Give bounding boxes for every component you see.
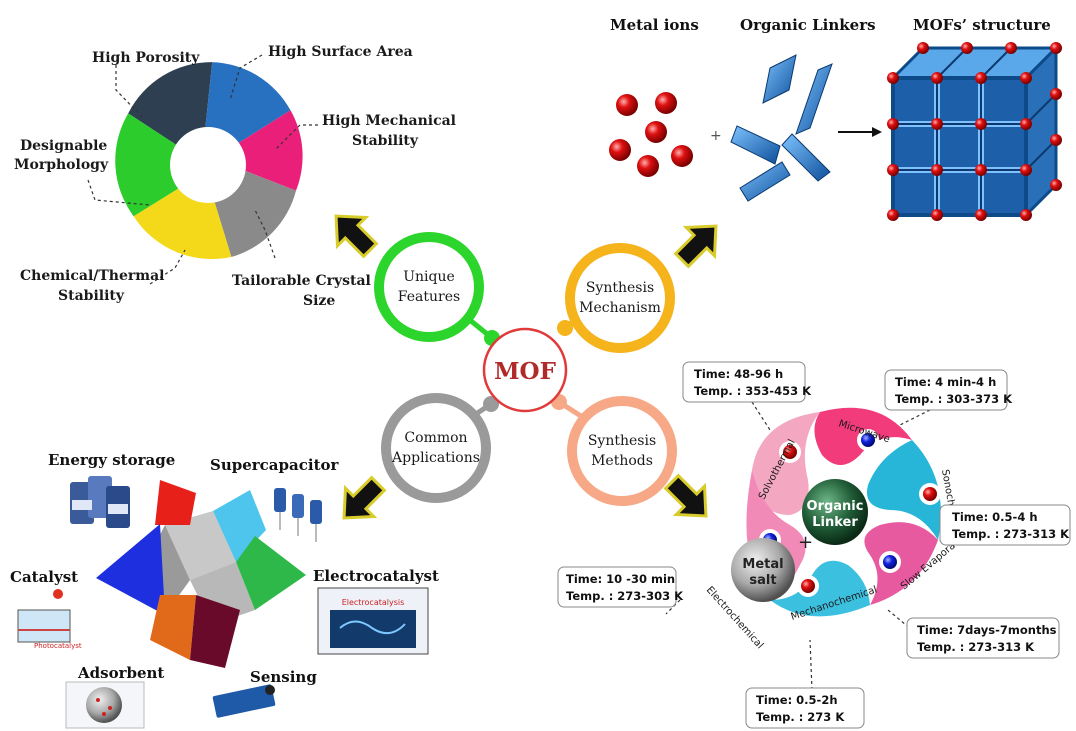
center-mof-label: MOF: [494, 358, 556, 385]
feature-chemical-stability: Stability: [58, 288, 125, 304]
organic-linker-line1: Organic: [807, 499, 864, 514]
feature-leaders: [87, 54, 318, 285]
arrow-to-structure: [838, 127, 882, 137]
hub-mechanism-line1: Synthesis: [586, 280, 654, 296]
feature-morphology: Morphology: [14, 157, 109, 173]
features-donut: [115, 62, 303, 260]
feature-high-porosity: High Porosity: [92, 50, 200, 66]
app-supercapacitor: Supercapacitor: [210, 456, 339, 474]
feature-high-surface-area: High Surface Area: [268, 44, 413, 60]
svg-text:Time: 7days-7months: Time: 7days-7months: [917, 623, 1057, 637]
photocatalyst-beaker-icon: Photocatalyst: [17, 589, 82, 650]
info-box-slow-evaporation: Time: 7days-7months Temp. : 273-313 K: [906, 617, 1060, 659]
metal-salt-sphere: [731, 538, 795, 602]
organic-linker-sphere: [802, 479, 868, 545]
info-box-solvothermal: Time: 48-96 h Temp. : 353-453 K: [682, 361, 812, 403]
organic-linker-rods: [730, 54, 833, 202]
electrocatalysis-caption: Electrocatalysis: [342, 598, 405, 607]
plus-sign: +: [710, 128, 722, 144]
applications-shape-cluster: [96, 480, 306, 668]
metal-ion-spheres: [609, 92, 693, 177]
sensor-module-icon: [212, 684, 276, 718]
capacitor-icon: [274, 488, 322, 542]
donut-segment-mechanical: [232, 110, 303, 191]
app-adsorbent: Adsorbent: [77, 664, 164, 682]
feature-high-mechanical: High Mechanical: [322, 113, 456, 129]
hub-unique-features: [374, 232, 484, 342]
feature-tailorable-crystal: Tailorable Crystal: [232, 273, 371, 289]
mechanism-organic-linkers: Organic Linkers: [740, 16, 876, 34]
hub-synthesis-mechanism: [565, 243, 675, 353]
feature-size: Size: [303, 293, 335, 309]
arrow-down-right: [663, 473, 708, 518]
arrow-up-right: [673, 224, 718, 269]
svg-text:Time: 48-96 h: Time: 48-96 h: [694, 367, 783, 381]
battery-icon: [70, 476, 130, 528]
hub-synthesis-methods: [567, 396, 677, 506]
center-mof-circle: [482, 327, 568, 413]
hub-unique-line2: Features: [398, 289, 460, 305]
arrow-up-left: [334, 214, 379, 259]
donut-segment-morphology: [115, 113, 188, 217]
method-node-dots: [759, 429, 941, 597]
adsorbent-particle-icon: [65, 681, 145, 729]
app-electrocatalyst: Electrocatalyst: [313, 567, 439, 585]
methods-plus-sign: +: [798, 532, 813, 553]
hub-unique-line1: Unique: [403, 269, 455, 285]
mechanism-structure: MOFs’ structure: [913, 16, 1051, 34]
hub-methods-line2: Methods: [591, 453, 653, 469]
svg-text:Temp. : 273-313 K: Temp. : 273-313 K: [952, 527, 1070, 541]
feature-designable: Designable: [20, 138, 107, 154]
svg-text:Time: 0.5-4 h: Time: 0.5-4 h: [952, 510, 1038, 524]
svg-text:Temp. : 273 K: Temp. : 273 K: [756, 710, 845, 724]
hub-common-applications: [381, 393, 491, 503]
svg-text:Temp. : 273-303 K: Temp. : 273-303 K: [566, 589, 684, 603]
app-sensing: Sensing: [250, 668, 317, 686]
organic-linker-line2: Linker: [812, 515, 858, 530]
app-catalyst: Catalyst: [10, 568, 78, 586]
info-box-mechanochemical: Time: 0.5-2h Temp. : 273 K: [745, 687, 865, 729]
info-box-sonochemical: Time: 0.5-4 h Temp. : 273-313 K: [939, 504, 1071, 546]
arrow-down-left: [342, 475, 387, 520]
svg-text:Temp. : 273-313 K: Temp. : 273-313 K: [917, 640, 1035, 654]
metal-salt-line1: Metal: [742, 557, 783, 572]
hub-applications-line2: Applications: [391, 450, 480, 466]
hub-mechanism-line2: Mechanism: [579, 300, 661, 316]
svg-text:Time: 4 min-4 h: Time: 4 min-4 h: [895, 375, 996, 389]
mechanism-metal-ions: Metal ions: [610, 16, 699, 34]
donut-segment-surface: [204, 62, 291, 147]
svg-text:Temp. : 303-373 K: Temp. : 303-373 K: [895, 392, 1013, 406]
feature-chemical-thermal: Chemical/Thermal: [20, 268, 164, 284]
hub-applications-line1: Common: [404, 430, 467, 446]
feature-stability: Stability: [352, 133, 419, 149]
svg-text:Time: 10 -30 min: Time: 10 -30 min: [566, 572, 675, 586]
svg-text:Time: 0.5-2h: Time: 0.5-2h: [756, 693, 838, 707]
donut-segment-porosity: [128, 62, 213, 150]
mof-cube-structure: [887, 42, 1062, 221]
electrocatalysis-panel-icon: Electrocatalysis: [317, 587, 429, 655]
svg-text:Temp. : 353-453 K: Temp. : 353-453 K: [694, 384, 812, 398]
photocatalyst-caption: Photocatalyst: [34, 642, 82, 650]
app-energy-storage: Energy storage: [48, 451, 175, 469]
info-box-electrochemical: Time: 10 -30 min Temp. : 273-303 K: [557, 566, 684, 608]
hub-methods-line1: Synthesis: [588, 433, 656, 449]
info-box-microwave: Time: 4 min-4 h Temp. : 303-373 K: [884, 369, 1013, 411]
metal-salt-line2: salt: [749, 573, 776, 588]
